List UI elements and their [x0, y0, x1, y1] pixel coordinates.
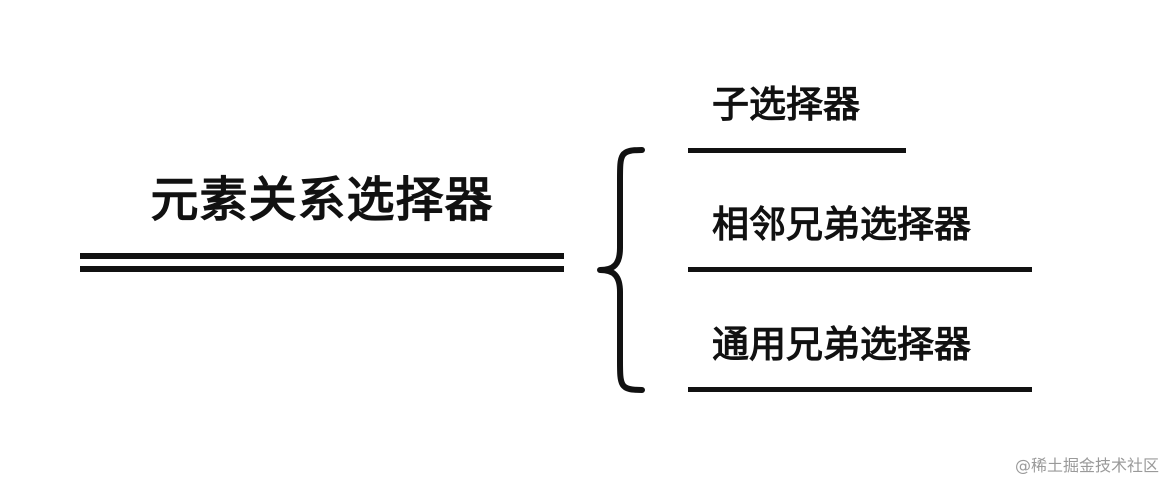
child-underline: [688, 148, 906, 153]
child-underline: [688, 387, 1032, 392]
child-underline: [688, 267, 1032, 272]
root-underline-bottom: [80, 266, 564, 272]
root-label: 元素关系选择器: [150, 172, 494, 228]
child-label: 子选择器: [712, 83, 860, 126]
watermark: @稀土掘金技术社区: [1014, 456, 1159, 475]
child-label: 通用兄弟选择器: [712, 323, 971, 366]
curly-brace: [597, 147, 645, 393]
root-underline-top: [80, 253, 564, 259]
child-label: 相邻兄弟选择器: [712, 203, 971, 246]
